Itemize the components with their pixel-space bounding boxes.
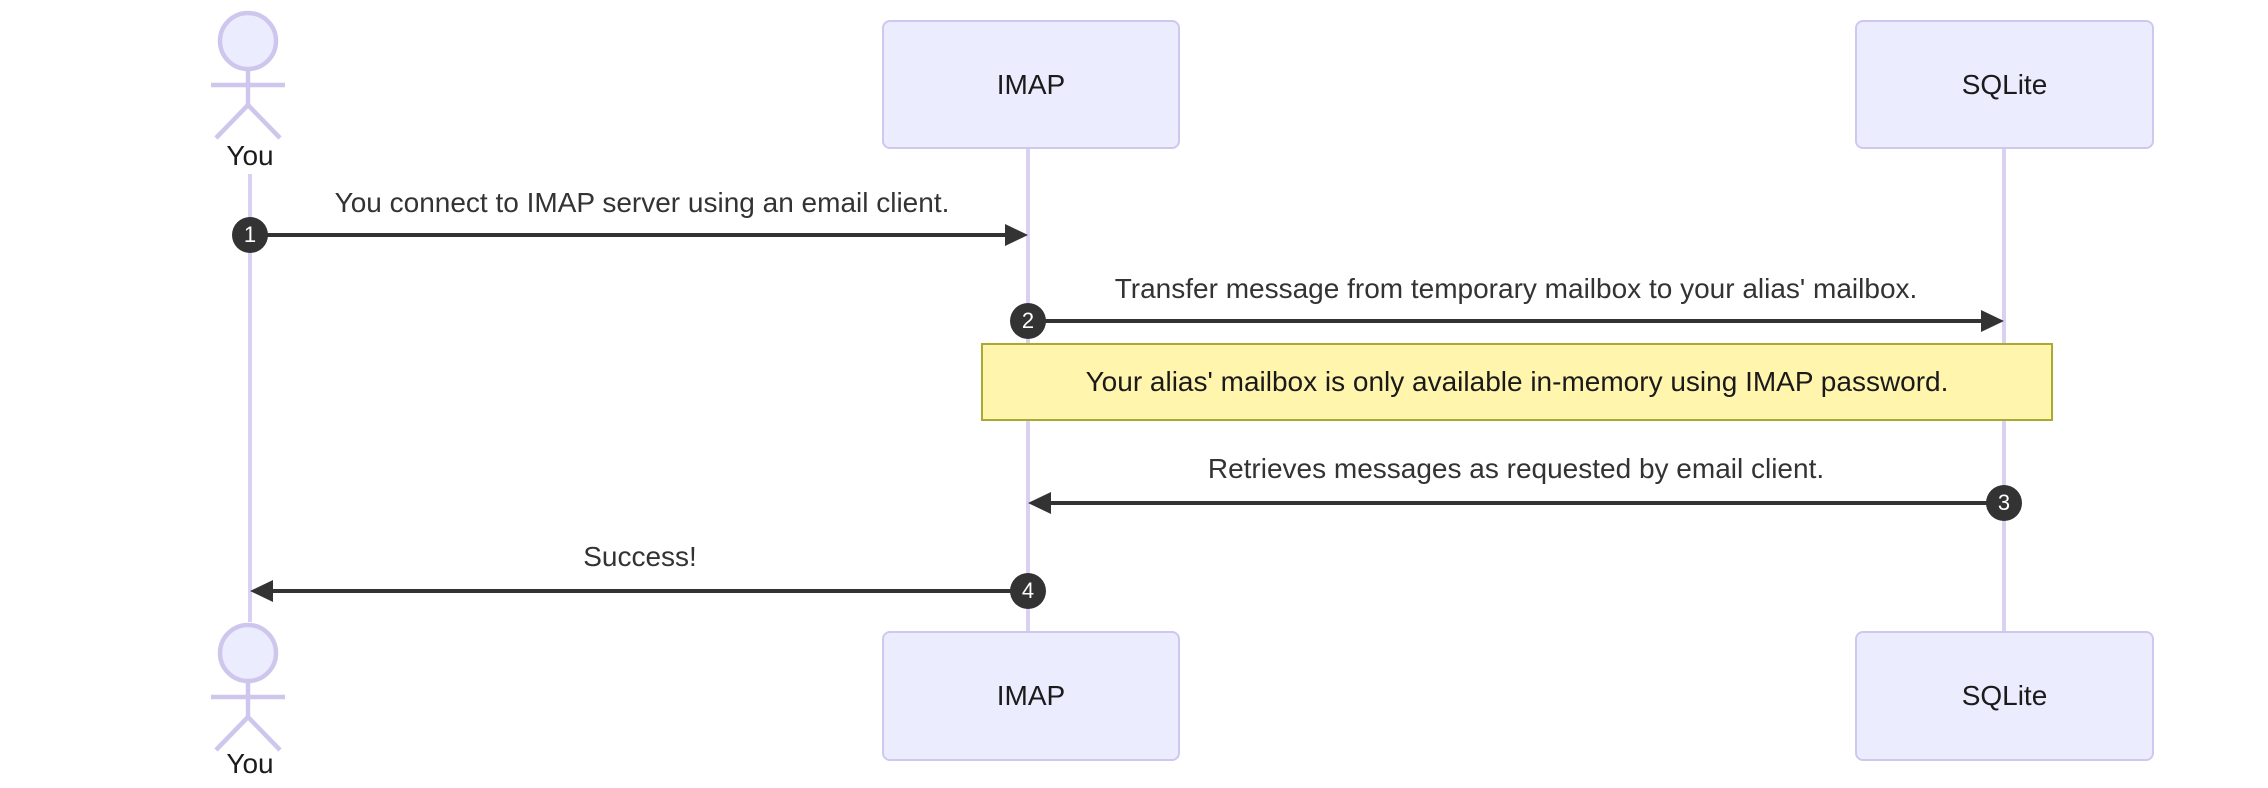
arrowhead-right-icon: [1981, 310, 2004, 332]
note-box: Your alias' mailbox is only available in…: [981, 343, 2053, 421]
actor-label-you-top: You: [226, 140, 274, 171]
participant-label: SQLite: [1961, 680, 2048, 711]
sequence-number-badge: 1: [232, 217, 268, 253]
arrowhead-left-icon: [1028, 492, 1051, 514]
note-text: Your alias' mailbox is only available in…: [1085, 366, 1949, 397]
sequence-number-badge: 4: [1010, 573, 1046, 609]
sequence-number-badge: 3: [1986, 485, 2022, 521]
message-1-label: You connect to IMAP server using an emai…: [334, 187, 950, 218]
participant-label: SQLite: [1961, 68, 2048, 100]
message-2-label: Transfer message from temporary mailbox …: [1114, 273, 1918, 304]
message-4-line: [272, 589, 1028, 593]
message-2-line: [1028, 319, 1982, 323]
message-3-label: Retrieves messages as requested by email…: [1207, 453, 1825, 484]
arrowhead-right-icon: [1005, 224, 1028, 246]
lifeline-you: [248, 174, 252, 622]
participant-label: IMAP: [996, 680, 1066, 711]
person-icon: [211, 622, 285, 752]
person-icon: [211, 10, 285, 140]
arrowhead-left-icon: [250, 580, 273, 602]
participant-sqlite-bottom: SQLite: [1855, 631, 2154, 761]
participant-sqlite-top: SQLite: [1855, 20, 2154, 149]
message-1-line: [250, 233, 1010, 237]
message-4-label: Success!: [583, 541, 697, 572]
sequence-number-badge: 2: [1010, 303, 1046, 339]
participant-imap-bottom: IMAP: [882, 631, 1180, 761]
participant-label: IMAP: [996, 68, 1066, 100]
participant-imap-top: IMAP: [882, 20, 1180, 149]
message-3-line: [1050, 501, 2004, 505]
actor-label-you-bottom: You: [226, 748, 274, 779]
